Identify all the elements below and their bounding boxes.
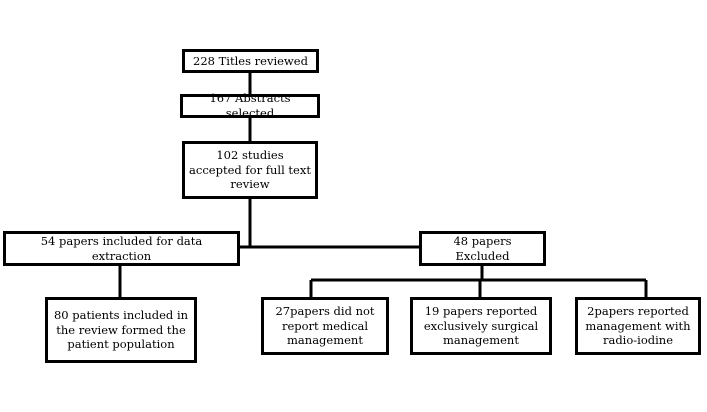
box-included: 54 papers included for data extraction — [3, 231, 240, 266]
box-abstracts-selected: 167 Abstracts selected — [180, 91, 320, 120]
box-no-medical: 27papers did not report medical manageme… — [261, 297, 389, 355]
box-excluded: 48 papers Excluded — [419, 231, 546, 266]
box-titles-reviewed: 228 Titles reviewed — [182, 49, 319, 73]
box-full-text-review: 102 studies accepted for full text revie… — [182, 141, 318, 199]
box-radio-iodine: 2papers reported management with radio-i… — [575, 297, 701, 355]
box-patient-population: 80 patients included in the review forme… — [45, 297, 197, 363]
box-surgical: 19 papers reported exclusively surgical … — [410, 297, 552, 355]
